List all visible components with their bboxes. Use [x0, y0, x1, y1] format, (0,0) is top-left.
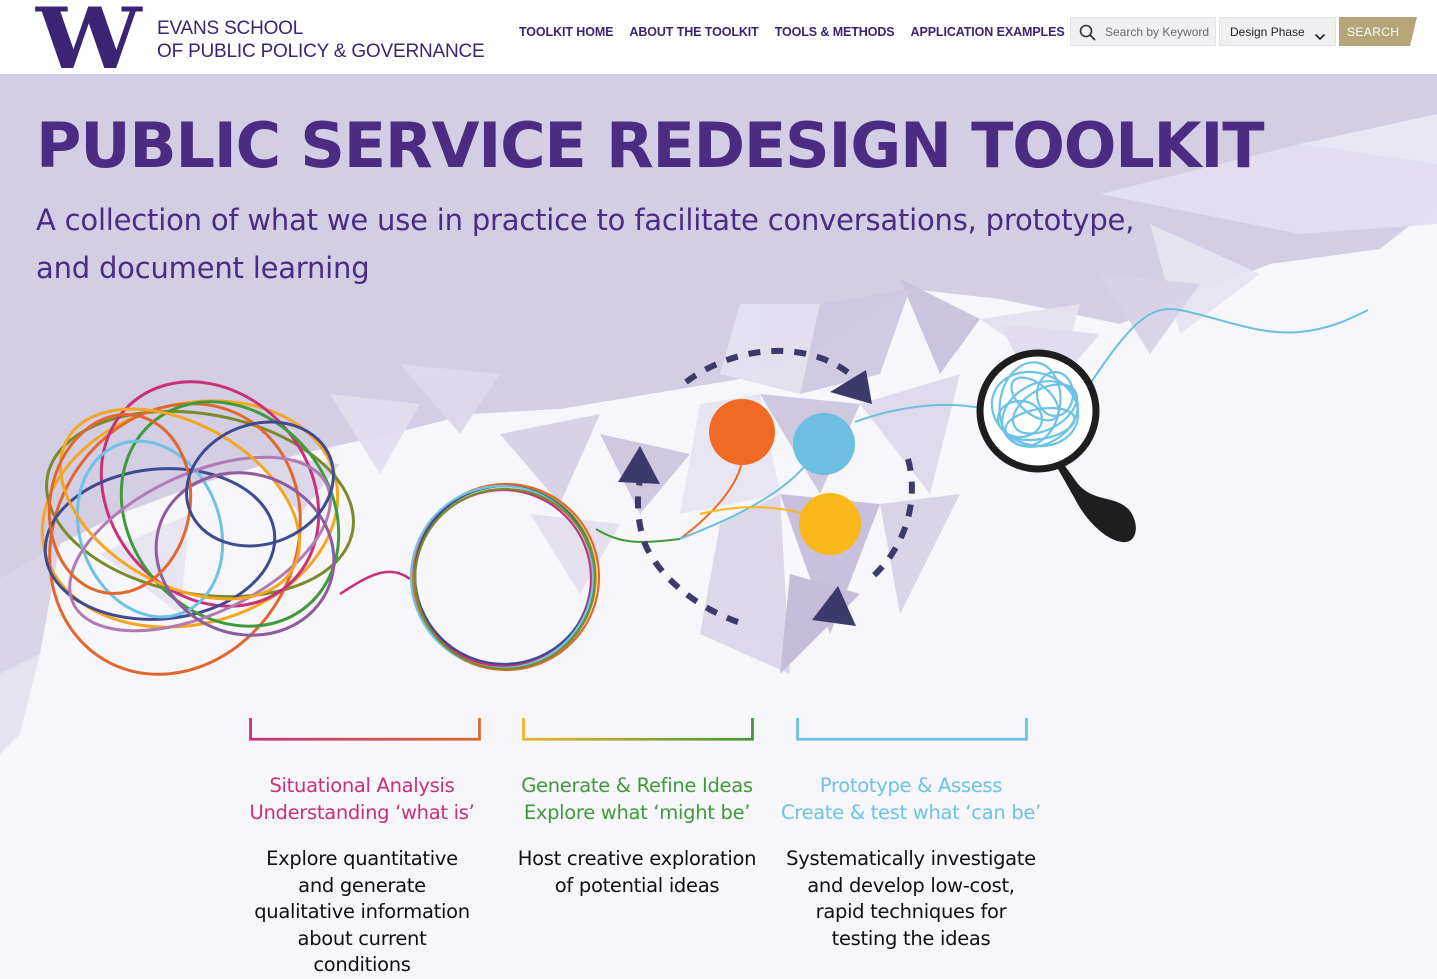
- phase-subtitle: Explore what ‘might be’: [523, 801, 751, 824]
- page-title: PUBLIC SERVICE REDESIGN TOOLKIT: [36, 109, 1265, 182]
- arrowhead-bottom: [812, 586, 856, 626]
- ring-thread: [595, 528, 681, 543]
- phase-prototype-assess[interactable]: Prototype & Assess Create & test what ‘c…: [761, 772, 1061, 952]
- search-button[interactable]: SEARCH: [1339, 17, 1417, 46]
- nav-toolkit-home[interactable]: TOOLKIT HOME: [519, 25, 614, 39]
- orderly-circle-graphic: [409, 482, 601, 672]
- phase-description: Explore quantitative and generate qualit…: [254, 847, 470, 976]
- orange-idea-dot: [709, 399, 775, 465]
- site-header: W EVANS SCHOOL OF PUBLIC POLICY & GOVERN…: [0, 0, 1437, 88]
- phase-title[interactable]: Situational Analysis: [269, 774, 455, 797]
- chevron-down-icon: [1314, 27, 1326, 46]
- school-name-line2: OF PUBLIC POLICY & GOVERNANCE: [157, 41, 485, 62]
- magnifier-thread: [854, 403, 986, 423]
- search-icon: [1079, 24, 1096, 45]
- main-nav: TOOLKIT HOME ABOUT THE TOOLKIT TOOLS & M…: [519, 25, 1065, 39]
- magnifying-glass-icon: [976, 349, 1136, 543]
- tangled-scribble-graphic: [40, 380, 355, 676]
- yellow-idea-dot: [799, 493, 861, 555]
- arrowhead-top: [830, 370, 872, 404]
- phase-generate-refine[interactable]: Generate & Refine Ideas Explore what ‘mi…: [487, 772, 787, 899]
- generate-refine-bracket: [522, 718, 754, 741]
- hero-lavender-band: [0, 74, 1437, 579]
- blue-idea-dot: [793, 413, 855, 475]
- phase-title[interactable]: Generate & Refine Ideas: [521, 774, 753, 797]
- arrowhead-left: [618, 446, 660, 484]
- search-box: [1070, 17, 1216, 46]
- scribble-thread: [339, 570, 411, 596]
- cycle-arrowheads: [618, 370, 872, 626]
- nav-about-the-toolkit[interactable]: ABOUT THE TOOLKIT: [629, 25, 759, 39]
- search-input[interactable]: [1105, 22, 1211, 42]
- school-name-line1: EVANS SCHOOL: [157, 18, 304, 39]
- phase-situational-analysis[interactable]: Situational Analysis Understanding ‘what…: [212, 772, 512, 979]
- phase-description: Host creative exploration of potential i…: [517, 847, 757, 897]
- design-phase-label: Design Phase: [1230, 25, 1305, 39]
- nav-tools-methods[interactable]: TOOLS & METHODS: [774, 25, 895, 39]
- page-subtitle: A collection of what we use in practice …: [36, 203, 1135, 285]
- phase-subtitle: Understanding ‘what is’: [249, 801, 475, 824]
- situational-analysis-bracket: [249, 718, 481, 741]
- phase-description: Systematically investigate and develop l…: [786, 847, 1036, 950]
- orange-dot-thread: [679, 461, 743, 540]
- phase-subtitle: Create & test what ‘can be’: [780, 801, 1042, 824]
- school-name[interactable]: EVANS SCHOOL OF PUBLIC POLICY & GOVERNAN…: [157, 17, 485, 63]
- process-illustration: [40, 308, 1369, 676]
- hero-background: [0, 74, 1437, 968]
- design-phase-select[interactable]: Design Phase: [1219, 17, 1336, 46]
- phase-title[interactable]: Prototype & Assess: [819, 774, 1003, 797]
- uw-logo[interactable]: W: [36, 0, 142, 88]
- iteration-cycle-arrows: [634, 348, 915, 625]
- outgoing-thread: [1089, 308, 1369, 385]
- nav-application-examples[interactable]: APPLICATION EXAMPLES: [910, 25, 1065, 39]
- prototype-assess-bracket: [796, 718, 1028, 741]
